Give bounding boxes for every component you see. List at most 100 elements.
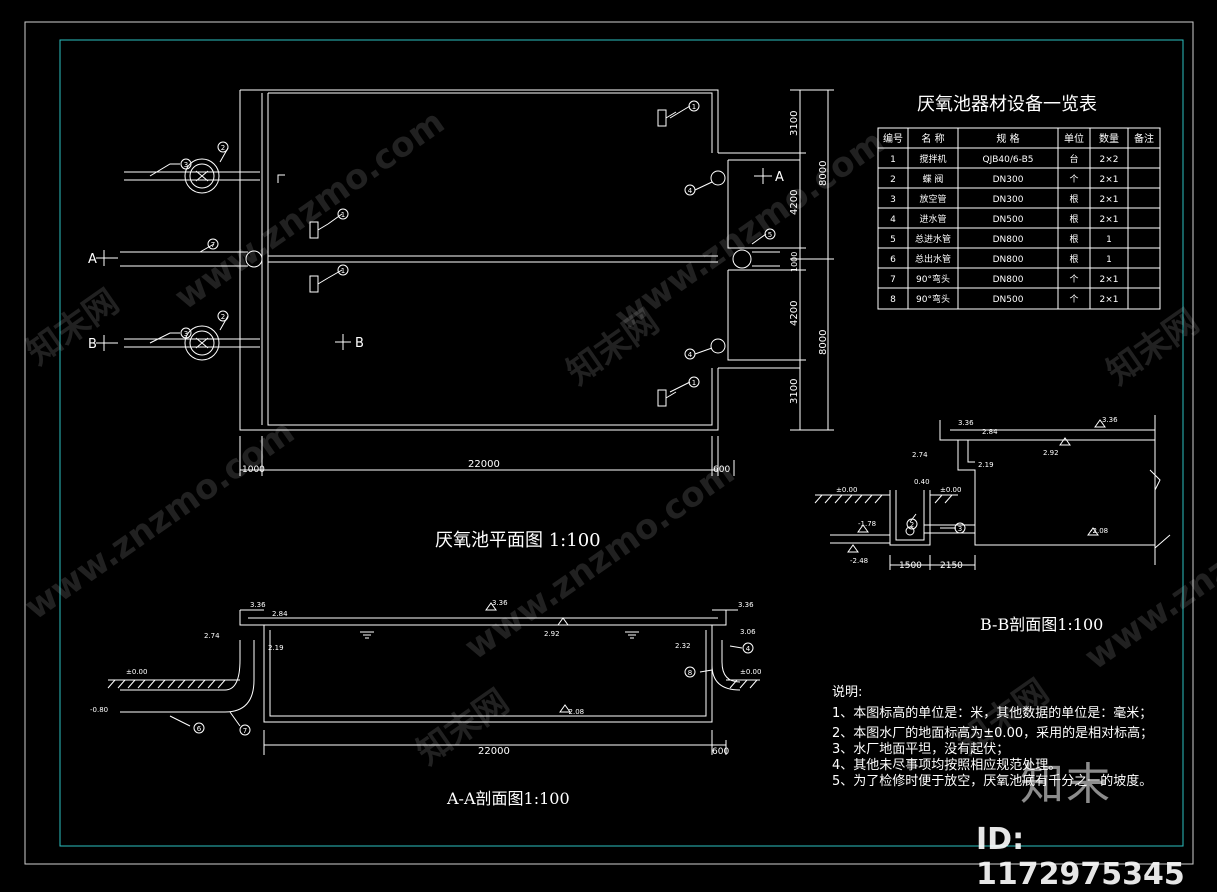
- image-id-label: ID: 1172975345: [976, 822, 1185, 892]
- svg-text:1: 1: [890, 155, 896, 165]
- plan-dim-total: 22000: [468, 459, 500, 470]
- svg-text:2150: 2150: [940, 561, 963, 571]
- svg-text:0.40: 0.40: [914, 478, 930, 486]
- section-aa-title: A-A剖面图1:100: [446, 789, 570, 808]
- note-5: 5、为了检修时便于放空，厌氧池底有千分之一的坡度。: [832, 773, 1152, 789]
- svg-text:1: 1: [1106, 255, 1112, 265]
- svg-text:根: 根: [1069, 213, 1078, 225]
- plan-dim-v2: 4200: [789, 190, 800, 215]
- th-remark: 备注: [1134, 132, 1154, 145]
- marker-3b: 3: [184, 330, 188, 338]
- equipment-table: [877, 127, 1161, 310]
- th-no: 编号: [883, 132, 903, 145]
- svg-text:2×1: 2×1: [1100, 215, 1119, 225]
- svg-text:4: 4: [890, 215, 896, 225]
- svg-text:±0.00: ±0.00: [740, 668, 761, 676]
- inner-frame: [59, 39, 1184, 847]
- marker-1d: 1: [692, 379, 696, 387]
- table-header-row: 编号 名 称 规 格 单位 数量 备注: [883, 132, 1154, 145]
- marker-1a: 1: [692, 103, 696, 111]
- section-a-left: A: [88, 252, 97, 267]
- plan-dim-v1: 3100: [789, 111, 800, 136]
- svg-text:-2.08: -2.08: [1090, 527, 1108, 535]
- svg-text:-0.80: -0.80: [90, 706, 108, 714]
- svg-text:2.92: 2.92: [1043, 449, 1059, 457]
- marker-5: 5: [768, 231, 772, 239]
- section-aa-dims: 22000 600: [478, 746, 729, 757]
- note-3: 3、水厂地面平坦，没有起伏；: [832, 742, 1009, 757]
- svg-text:2.92: 2.92: [544, 630, 560, 638]
- svg-text:2×1: 2×1: [1100, 175, 1119, 185]
- plan-dim-o1: 8000: [818, 161, 829, 186]
- marker-7: 7: [211, 241, 215, 249]
- marker-1b: 1: [341, 211, 345, 219]
- th-unit: 单位: [1064, 132, 1084, 145]
- svg-text:蝶 阀: 蝶 阀: [923, 173, 944, 185]
- note-4: 4、其他未尽事项均按照相应规范处理。: [832, 757, 1061, 773]
- svg-text:3: 3: [958, 525, 962, 533]
- plan-dim-o2: 8000: [818, 330, 829, 355]
- svg-text:7: 7: [890, 275, 896, 285]
- svg-text:搅拌机: 搅拌机: [919, 153, 946, 165]
- outer-border: [24, 21, 1194, 865]
- svg-text:±0.00: ±0.00: [126, 668, 147, 676]
- svg-text:DN500: DN500: [993, 215, 1024, 225]
- svg-text:90°弯头: 90°弯头: [916, 293, 950, 305]
- svg-text:90°弯头: 90°弯头: [916, 273, 950, 285]
- th-qty: 数量: [1099, 132, 1119, 145]
- plan-dim-v5: 3100: [789, 379, 800, 404]
- marker-2: 2: [221, 144, 225, 152]
- note-2: 2、本图水厂的地面标高为±0.00，采用的是相对标高；: [832, 725, 1153, 741]
- marker-1c: 1: [341, 267, 345, 275]
- svg-text:2.19: 2.19: [978, 461, 994, 469]
- svg-text:3.36: 3.36: [1102, 416, 1118, 424]
- marker-3: 3: [184, 161, 188, 169]
- marker-4b: 4: [688, 351, 693, 359]
- svg-text:6: 6: [890, 255, 896, 265]
- section-bb-elevations: 3.36 3.36 2.84 2.74 2.19 2.92 0.40 ±0.00…: [836, 416, 1118, 565]
- svg-text:个: 个: [1069, 274, 1078, 285]
- svg-text:2.74: 2.74: [912, 451, 928, 459]
- notes-heading: 说明:: [832, 685, 862, 700]
- svg-text:3: 3: [890, 195, 896, 205]
- plan-dim-v4: 4200: [789, 301, 800, 326]
- plan-dim-v3: 1000: [790, 252, 799, 272]
- section-a-right: A: [775, 170, 784, 185]
- section-aa-view: [107, 602, 760, 755]
- svg-text:2×1: 2×1: [1100, 295, 1119, 305]
- table-row: 3 放空管 DN300 根 2×1: [890, 193, 1118, 205]
- svg-text:2.84: 2.84: [272, 610, 288, 618]
- svg-text:600: 600: [712, 747, 729, 757]
- section-b-right: B: [355, 336, 364, 351]
- svg-text:2×1: 2×1: [1100, 195, 1119, 205]
- svg-text:台: 台: [1069, 153, 1078, 165]
- svg-text:DN300: DN300: [993, 195, 1024, 205]
- svg-text:2.19: 2.19: [268, 644, 284, 652]
- section-bb-markers: [906, 518, 966, 534]
- plan-dim-right: 600: [713, 465, 730, 475]
- svg-text:8: 8: [688, 669, 692, 677]
- svg-text:DN800: DN800: [993, 255, 1024, 265]
- section-b-left: B: [88, 337, 97, 352]
- plan-view: [96, 89, 834, 476]
- svg-text:2.84: 2.84: [982, 428, 998, 436]
- svg-text:个: 个: [1069, 174, 1078, 185]
- svg-text:DN800: DN800: [993, 235, 1024, 245]
- svg-text:进水管: 进水管: [919, 213, 946, 225]
- notes-block: 说明: 1、本图标高的单位是：米，其他数据的单位是：毫米； 2、本图水厂的地面标…: [832, 685, 1153, 789]
- svg-text:4: 4: [746, 645, 751, 653]
- svg-text:根: 根: [1069, 193, 1078, 205]
- svg-text:放空管: 放空管: [919, 193, 946, 205]
- svg-text:±0.00: ±0.00: [836, 486, 857, 494]
- section-bb-title: B-B剖面图1:100: [980, 615, 1103, 634]
- plan-marker-labels: 3 2 7 3 2 1 1 1 1 4 4 5: [184, 103, 772, 387]
- svg-text:8: 8: [890, 295, 896, 305]
- svg-text:2.74: 2.74: [204, 632, 220, 640]
- svg-text:3.06: 3.06: [740, 628, 756, 636]
- section-bb-dims: 1500 2150: [899, 561, 963, 571]
- svg-text:个: 个: [1069, 294, 1078, 305]
